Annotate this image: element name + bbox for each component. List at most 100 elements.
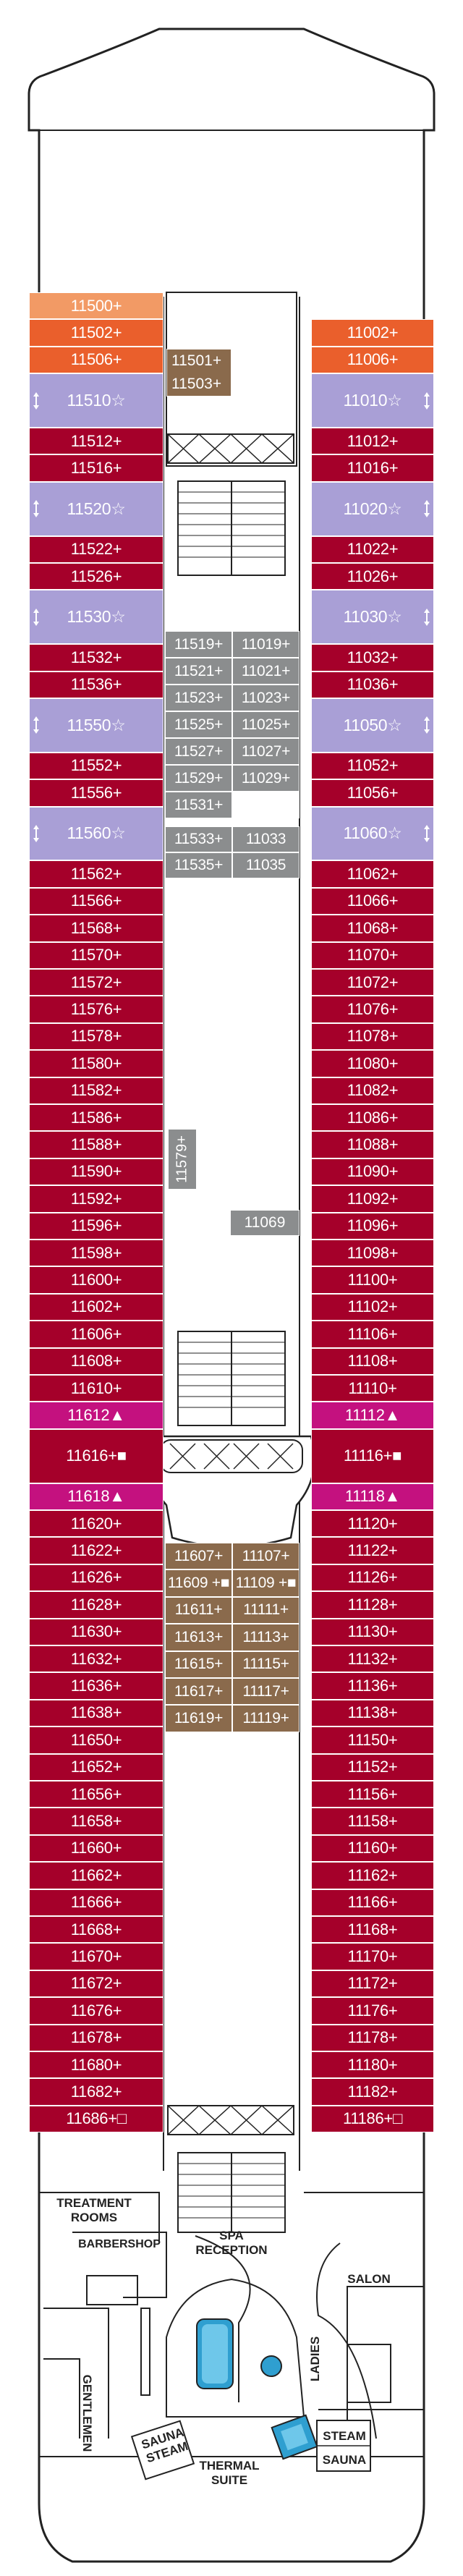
cabin-11138[interactable]: 11138+: [311, 1699, 434, 1727]
cabin-11682[interactable]: 11682+: [29, 2078, 163, 2106]
cabin-11111[interactable]: 11111+: [232, 1596, 300, 1624]
cabin-11116[interactable]: 11116+■: [311, 1428, 434, 1483]
cabin-11552[interactable]: 11552+: [29, 752, 163, 780]
cabin-11117[interactable]: 11117+: [232, 1678, 300, 1706]
cabin-11620[interactable]: 11620+: [29, 1510, 163, 1538]
cabin-11029[interactable]: 11029+: [232, 765, 300, 792]
cabin-11519[interactable]: 11519+: [165, 631, 232, 658]
cabin-11516[interactable]: 11516+: [29, 454, 163, 482]
cabin-11062[interactable]: 11062+: [311, 860, 434, 888]
cabin-11066[interactable]: 11066+: [311, 887, 434, 915]
cabin-11598[interactable]: 11598+: [29, 1240, 163, 1267]
cabin-11609[interactable]: 11609 +■: [165, 1569, 232, 1597]
cabin-11618[interactable]: 11618▲: [29, 1483, 163, 1510]
cabin-11119[interactable]: 11119+: [232, 1705, 300, 1732]
cabin-11616[interactable]: 11616+■: [29, 1428, 163, 1483]
cabin-11152[interactable]: 11152+: [311, 1753, 434, 1781]
cabin-11619[interactable]: 11619+: [165, 1705, 232, 1732]
cabin-11168[interactable]: 11168+: [311, 1916, 434, 1944]
cabin-11628[interactable]: 11628+: [29, 1591, 163, 1619]
cabin-11602[interactable]: 11602+: [29, 1293, 163, 1321]
cabin-11162[interactable]: 11162+: [311, 1862, 434, 1889]
cabin-11525[interactable]: 11525+: [165, 711, 232, 738]
cabin-11106[interactable]: 11106+: [311, 1321, 434, 1348]
cabin-11156[interactable]: 11156+: [311, 1781, 434, 1808]
cabin-11622[interactable]: 11622+: [29, 1537, 163, 1564]
cabin-11122[interactable]: 11122+: [311, 1537, 434, 1564]
cabin-11076[interactable]: 11076+: [311, 996, 434, 1023]
cabin-11027[interactable]: 11027+: [232, 738, 300, 765]
cabin-11090[interactable]: 11090+: [311, 1158, 434, 1186]
cabin-11002[interactable]: 11002+: [311, 319, 434, 347]
cabin-11570[interactable]: 11570+: [29, 941, 163, 969]
cabin-11132[interactable]: 11132+: [311, 1645, 434, 1673]
cabin-11178[interactable]: 11178+: [311, 2024, 434, 2051]
cabin-11160[interactable]: 11160+: [311, 1834, 434, 1863]
cabin-11566[interactable]: 11566+: [29, 887, 163, 915]
cabin-11600[interactable]: 11600+: [29, 1266, 163, 1294]
cabin-11069[interactable]: 11069: [230, 1210, 300, 1236]
cabin-11612[interactable]: 11612▲: [29, 1402, 163, 1429]
cabin-11531[interactable]: 11531+: [165, 792, 232, 818]
cabin-11107[interactable]: 11107+: [232, 1543, 300, 1570]
cabin-11529[interactable]: 11529+: [165, 765, 232, 792]
cabin-11582[interactable]: 11582+: [29, 1077, 163, 1104]
cabin-11110[interactable]: 11110+: [311, 1375, 434, 1402]
cabin-11650[interactable]: 11650+: [29, 1726, 163, 1754]
cabin-11019[interactable]: 11019+: [232, 631, 300, 658]
cabin-11510[interactable]: 11510☆: [29, 373, 163, 428]
cabin-11521[interactable]: 11521+: [165, 658, 232, 685]
cabin-11532[interactable]: 11532+: [29, 644, 163, 671]
cabin-11676[interactable]: 11676+: [29, 1997, 163, 2025]
cabin-11092[interactable]: 11092+: [311, 1185, 434, 1213]
cabin-11128[interactable]: 11128+: [311, 1591, 434, 1619]
cabin-11523[interactable]: 11523+: [165, 685, 232, 711]
cabin-11615[interactable]: 11615+: [165, 1651, 232, 1678]
cabin-11579[interactable]: 11579+: [168, 1129, 197, 1190]
cabin-11560[interactable]: 11560☆: [29, 806, 163, 861]
cabin-11500[interactable]: 11500+: [29, 292, 163, 320]
cabin-11032[interactable]: 11032+: [311, 644, 434, 671]
cabin-11023[interactable]: 11023+: [232, 685, 300, 711]
cabin-11658[interactable]: 11658+: [29, 1808, 163, 1835]
cabin-11680[interactable]: 11680+: [29, 2051, 163, 2079]
cabin-11512[interactable]: 11512+: [29, 428, 163, 455]
cabin-11035[interactable]: 11035: [232, 852, 300, 878]
cabin-11588[interactable]: 11588+: [29, 1131, 163, 1158]
cabin-11638[interactable]: 11638+: [29, 1699, 163, 1727]
cabin-11112[interactable]: 11112▲: [311, 1402, 434, 1429]
cabin-11126[interactable]: 11126+: [311, 1564, 434, 1592]
cabin-11115[interactable]: 11115+: [232, 1651, 300, 1678]
cabin-11025[interactable]: 11025+: [232, 711, 300, 738]
cabin-11056[interactable]: 11056+: [311, 779, 434, 807]
cabin-11550[interactable]: 11550☆: [29, 698, 163, 753]
cabin-11102[interactable]: 11102+: [311, 1293, 434, 1321]
cabin-11556[interactable]: 11556+: [29, 779, 163, 807]
cabin-11150[interactable]: 11150+: [311, 1726, 434, 1754]
cabin-11020[interactable]: 11020☆: [311, 481, 434, 536]
cabin-11678[interactable]: 11678+: [29, 2024, 163, 2051]
cabin-11522[interactable]: 11522+: [29, 535, 163, 563]
cabin-11012[interactable]: 11012+: [311, 428, 434, 455]
cabin-11078[interactable]: 11078+: [311, 1022, 434, 1051]
cabin-11530[interactable]: 11530☆: [29, 590, 163, 645]
cabin-11166[interactable]: 11166+: [311, 1889, 434, 1916]
cabin-11606[interactable]: 11606+: [29, 1321, 163, 1348]
cabin-11502[interactable]: 11502+: [29, 319, 163, 347]
cabin-11536[interactable]: 11536+: [29, 671, 163, 698]
cabin-11182[interactable]: 11182+: [311, 2078, 434, 2106]
cabin-11108[interactable]: 11108+: [311, 1347, 434, 1375]
cabin-11158[interactable]: 11158+: [311, 1808, 434, 1835]
cabin-11590[interactable]: 11590+: [29, 1158, 163, 1186]
cabin-11572[interactable]: 11572+: [29, 969, 163, 996]
cabin-11586[interactable]: 11586+: [29, 1104, 163, 1132]
cabin-11660[interactable]: 11660+: [29, 1834, 163, 1863]
cabin-11607[interactable]: 11607+: [165, 1543, 232, 1570]
cabin-11118[interactable]: 11118▲: [311, 1483, 434, 1510]
cabin-11636[interactable]: 11636+: [29, 1672, 163, 1700]
cabin-11533[interactable]: 11533+: [165, 826, 232, 852]
cabin-11176[interactable]: 11176+: [311, 1997, 434, 2025]
cabin-11120[interactable]: 11120+: [311, 1510, 434, 1538]
cabin-11030[interactable]: 11030☆: [311, 590, 434, 645]
cabin-11010[interactable]: 11010☆: [311, 373, 434, 428]
